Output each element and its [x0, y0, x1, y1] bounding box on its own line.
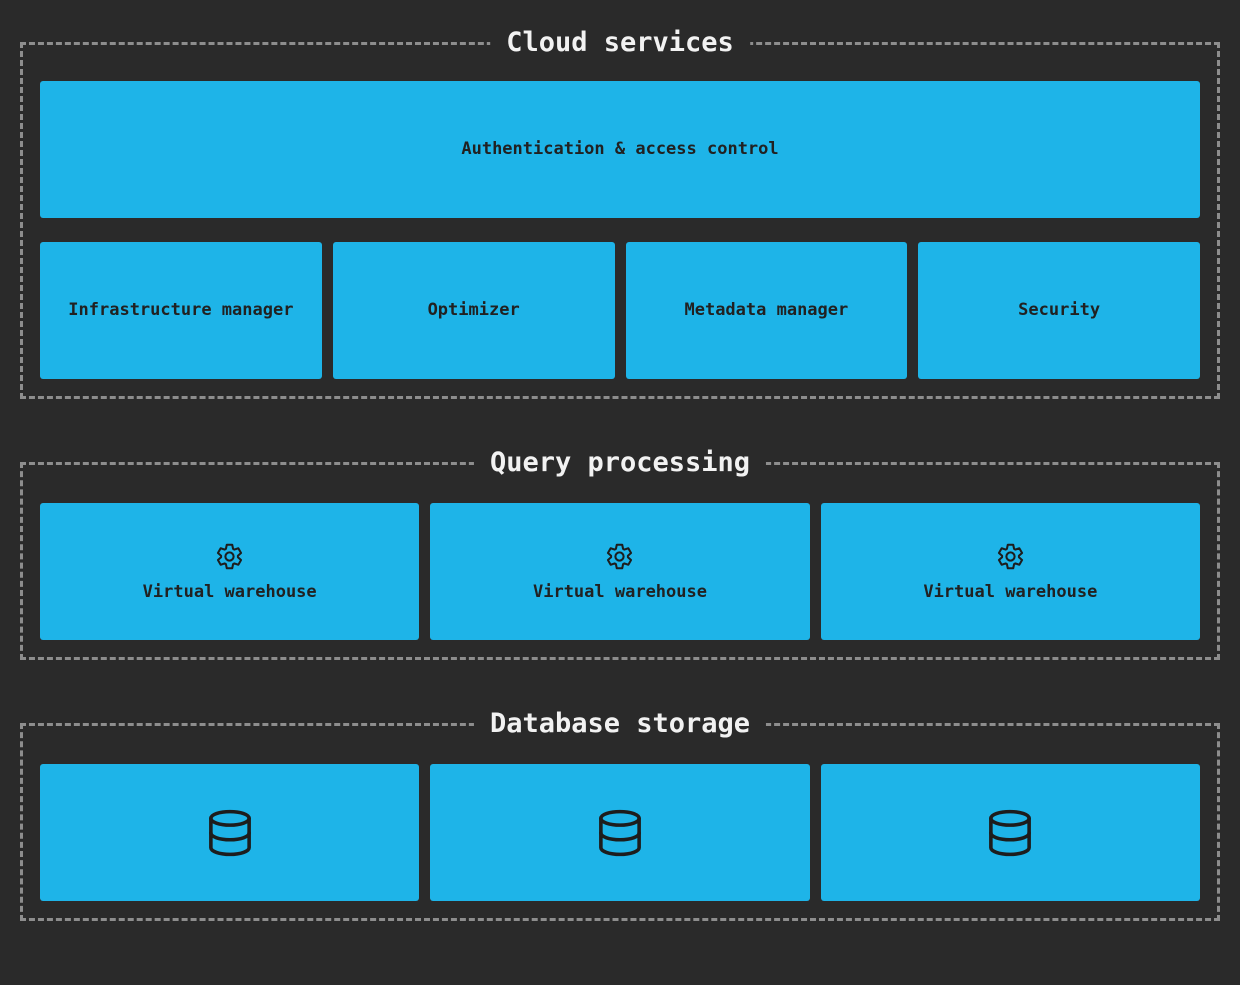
box-metadata-manager: Metadata manager — [625, 242, 908, 379]
box-virtual-warehouse-3: Virtual warehouse — [820, 503, 1200, 640]
box-label: Security — [1018, 300, 1101, 320]
box-label: Virtual warehouse — [142, 582, 317, 602]
gear-icon — [996, 542, 1025, 571]
box-database-1 — [40, 764, 420, 901]
box-optimizer: Optimizer — [332, 242, 615, 379]
box-authentication-access-control: Authentication & access control — [40, 81, 1200, 218]
cloud-services-row: Infrastructure manager Optimizer Metadat… — [40, 242, 1200, 379]
architecture-diagram: Cloud services Authentication & access c… — [0, 28, 1240, 921]
database-icon — [983, 805, 1037, 861]
section-query-processing: Query processing Virtual warehouse — [20, 448, 1220, 660]
section-cloud-services: Cloud services Authentication & access c… — [20, 28, 1220, 399]
box-label: Virtual warehouse — [923, 582, 1098, 602]
section-database-storage-title: Database storage — [473, 709, 767, 739]
box-label: Infrastructure manager — [68, 300, 294, 320]
box-database-2 — [430, 764, 810, 901]
database-icon — [593, 805, 647, 861]
box-security: Security — [918, 242, 1200, 379]
section-query-processing-title: Query processing — [473, 448, 767, 478]
database-storage-row — [40, 764, 1200, 901]
section-cloud-services-title: Cloud services — [490, 28, 750, 58]
database-icon — [203, 805, 257, 861]
box-label: Virtual warehouse — [532, 582, 707, 602]
box-database-3 — [820, 764, 1200, 901]
gear-icon — [215, 542, 244, 571]
box-label: Optimizer — [427, 300, 520, 320]
query-processing-row: Virtual warehouse Virtual warehouse — [40, 503, 1200, 640]
box-virtual-warehouse-2: Virtual warehouse — [430, 503, 810, 640]
box-infrastructure-manager: Infrastructure manager — [40, 242, 322, 379]
section-database-storage: Database storage — [20, 709, 1220, 921]
box-virtual-warehouse-1: Virtual warehouse — [40, 503, 420, 640]
box-label: Authentication & access control — [461, 139, 779, 159]
gear-icon — [605, 542, 634, 571]
box-label: Metadata manager — [684, 300, 849, 320]
